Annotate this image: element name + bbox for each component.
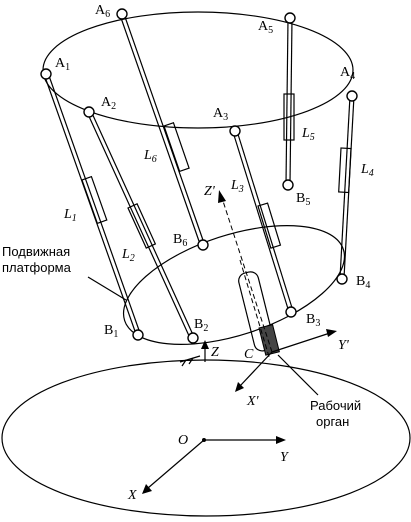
- label-b2: B2: [194, 317, 208, 334]
- axis-xprime-arrow: [235, 382, 244, 392]
- label-b3: B3: [306, 312, 320, 329]
- axis-zprime-arrow: [218, 190, 226, 203]
- caption-organ-2: орган: [316, 414, 349, 429]
- label-l6: L6: [143, 148, 157, 165]
- platform-leader: [87, 276, 127, 301]
- joint-a6: [116, 8, 128, 20]
- moving-frame-axes: [218, 190, 337, 392]
- label-zprime: Z': [204, 184, 216, 199]
- label-l3: L3: [230, 178, 244, 195]
- bottom-joints: [132, 179, 348, 344]
- leg-5-rod-b: [289, 18, 293, 185]
- leg-3-rod: [232, 131, 290, 313]
- label-l4: L4: [360, 162, 374, 179]
- label-a2: A2: [101, 95, 116, 112]
- joint-a4: [346, 90, 358, 102]
- joint-a5: [284, 12, 296, 24]
- leg-3-cylinder: [257, 202, 282, 249]
- joint-a2: [83, 106, 95, 118]
- joint-b1: [132, 329, 144, 341]
- leg-3-rod-b: [236, 130, 294, 312]
- axis-x-arrow: [142, 484, 152, 494]
- origin-point: [202, 438, 206, 442]
- legs: [43, 13, 355, 339]
- label-xprime: X': [246, 394, 260, 409]
- joint-b6: [197, 239, 209, 251]
- joint-a3: [229, 125, 241, 137]
- label-c: C: [244, 347, 254, 362]
- leg-6-rod-b: [123, 13, 205, 244]
- label-yprime: Y': [338, 338, 350, 353]
- joint-b3: [285, 306, 297, 318]
- leg-6-rod: [119, 14, 201, 245]
- tool-tip-hatched: [258, 324, 280, 356]
- leg-2-rod: [86, 111, 191, 339]
- axis-x: [147, 439, 205, 489]
- moving-platform-ellipse: [122, 225, 346, 345]
- axis-y-arrow: [276, 436, 286, 444]
- label-a3: A3: [213, 106, 228, 123]
- caption-platform-2: платформа: [2, 260, 72, 275]
- hatch-c: [179, 355, 201, 367]
- fixed-frame-axes: [142, 436, 286, 494]
- label-b6: B6: [173, 232, 187, 249]
- label-x: X: [127, 488, 137, 503]
- leg-6-cylinder: [163, 121, 190, 173]
- caption-platform-1: Подвижная: [2, 244, 70, 259]
- joint-b4: [336, 273, 348, 285]
- label-l5: L5: [301, 126, 315, 143]
- axis-labels: Z' Y' X' Z C O Y X: [127, 184, 350, 503]
- leg-5-rod: [285, 18, 289, 185]
- label-l2: L2: [121, 247, 135, 264]
- tool-axis: [239, 259, 271, 361]
- label-o: O: [178, 433, 188, 448]
- leg-2-rod-b: [90, 110, 195, 338]
- leg-4-rod: [339, 95, 351, 279]
- joint-b5: [282, 179, 294, 191]
- label-a5: A5: [258, 19, 273, 36]
- leg-1-rod-b: [47, 72, 141, 334]
- leg-labels: L1 L2 L3 L4 L5 L6: [63, 126, 374, 264]
- label-b1: B1: [104, 323, 118, 340]
- axis-yprime: [271, 332, 331, 353]
- label-a4: A4: [340, 65, 355, 82]
- leg-1-cylinder: [81, 175, 108, 225]
- joint-b2: [187, 332, 199, 344]
- label-a1: A1: [55, 56, 70, 73]
- ground-z-axis: [201, 340, 209, 362]
- top-joints: [40, 8, 358, 137]
- label-a6: A6: [95, 3, 110, 20]
- label-b4: B4: [356, 274, 370, 291]
- axis-xprime: [239, 351, 273, 387]
- axis-yprime-arrow: [326, 329, 337, 337]
- organ-leader: [277, 354, 319, 396]
- label-b5: B5: [296, 191, 310, 208]
- point-labels: A1 A2 A3 A4 A5 A6 B1 B2 B3 B4 B5 B6: [55, 3, 370, 340]
- leg-2-cylinder: [127, 203, 157, 249]
- caption-organ-1: Рабочий: [310, 398, 361, 413]
- label-y: Y: [280, 450, 290, 465]
- leg-5-cylinder: [283, 93, 295, 141]
- ground-ellipse: [1, 359, 411, 517]
- captions: Подвижная платформа Рабочий орган: [2, 244, 361, 429]
- label-z: Z: [211, 345, 219, 360]
- axis-zprime: [221, 197, 273, 353]
- label-l1: L1: [63, 207, 77, 224]
- joint-a1: [40, 68, 52, 80]
- leg-4-cylinder: [338, 147, 352, 194]
